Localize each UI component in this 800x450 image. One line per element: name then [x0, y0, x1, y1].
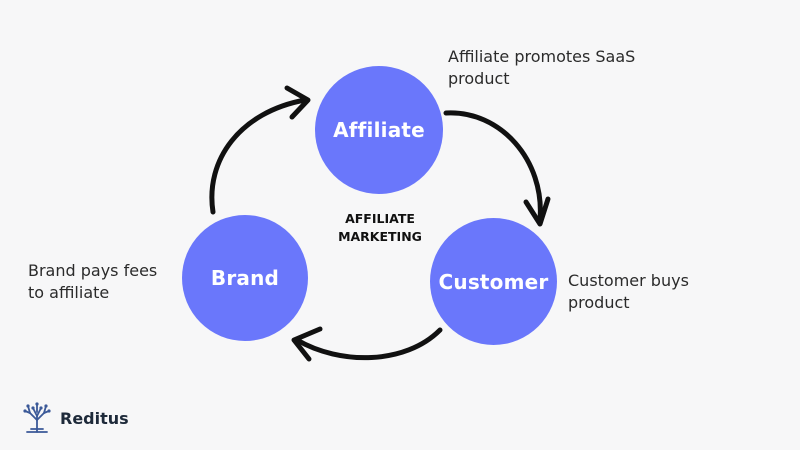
arrow-customer-to-brand: [294, 327, 443, 361]
arrowhead-affiliate-to-customer: [523, 196, 551, 227]
reditus-logo: Reditus: [22, 402, 129, 434]
affiliate-node-label: Affiliate: [333, 118, 425, 142]
affiliate-description: Affiliate promotes SaaS product: [448, 46, 635, 90]
brand-node-label: Brand: [210, 266, 280, 290]
affiliate-description-line2: product: [448, 69, 510, 88]
customer-description: Customer buys product: [568, 270, 689, 314]
arrow-brand-to-affiliate: [209, 97, 308, 215]
center-title: AFFILIATE MARKETING: [300, 210, 460, 246]
center-title-line2: MARKETING: [338, 229, 422, 244]
affiliate-node: Affiliate: [315, 66, 443, 194]
customer-node-label: Customer: [438, 269, 549, 294]
arrowhead-customer-to-brand: [291, 326, 323, 362]
logo-wordmark: Reditus: [60, 408, 129, 428]
brand-node: Brand: [182, 215, 308, 341]
affiliate-description-line1: Affiliate promotes SaaS: [448, 47, 636, 66]
customer-description-line2: product: [568, 293, 630, 312]
tree-icon: [23, 402, 51, 433]
arrowhead-brand-to-affiliate: [284, 85, 311, 120]
brand-description-line2: to affiliate: [28, 283, 110, 302]
brand-description-line1: Brand pays fees: [28, 261, 158, 280]
center-title-line1: AFFILIATE: [345, 211, 415, 226]
customer-description-line1: Customer buys: [568, 271, 689, 290]
arrow-affiliate-to-customer: [443, 110, 543, 223]
customer-node: Customer: [430, 218, 557, 345]
brand-description: Brand pays fees to affiliate: [28, 260, 157, 304]
